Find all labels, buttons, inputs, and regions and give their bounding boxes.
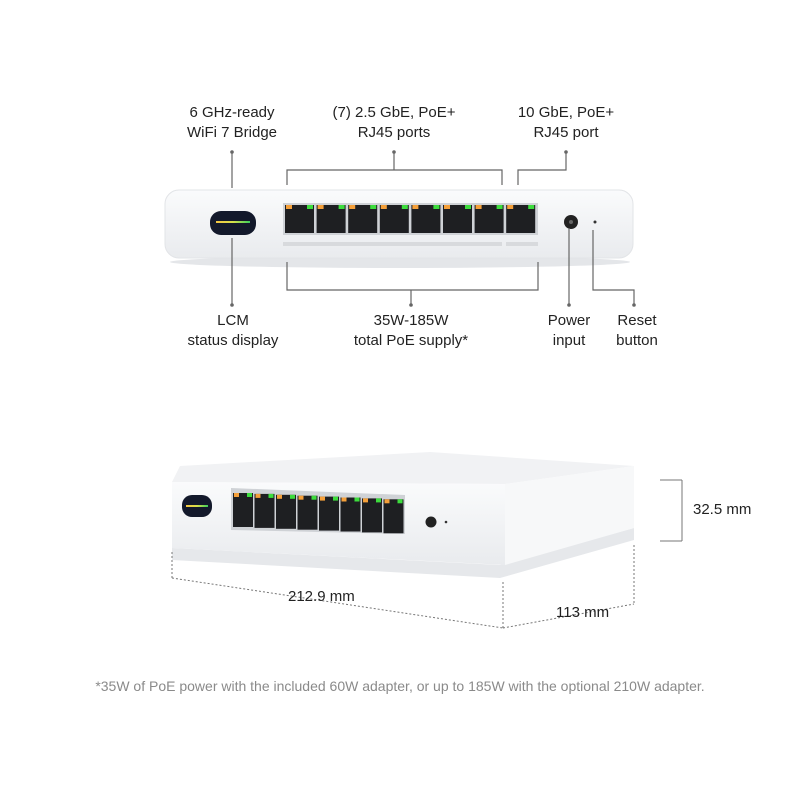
front-device — [164, 189, 634, 268]
callout-wifi-bridge: 6 GHz-ready WiFi 7 Bridge — [187, 103, 277, 143]
callout-line: button — [616, 332, 658, 349]
callout-line: total PoE supply* — [353, 332, 469, 349]
port-led-green — [465, 205, 471, 209]
callout-2-5gbe-ports: (7) 2.5 GbE, PoE+ RJ45 ports — [333, 103, 456, 143]
callout-line: (7) 2.5 GbE, PoE+ — [332, 104, 456, 121]
port-led-orange — [380, 205, 387, 209]
callout-line: 35W-185W — [373, 312, 449, 329]
height-dimension: 32.5 mm — [693, 501, 752, 518]
port-led-green — [370, 205, 377, 209]
port-led-orange — [317, 205, 324, 209]
rj45-port — [319, 496, 339, 531]
port-led-orange — [286, 205, 292, 209]
depth-dimension: 113 mm — [556, 604, 610, 621]
callout-power-input: Power input — [548, 311, 591, 351]
reset-button — [593, 220, 597, 224]
callout-lcm: LCM status display — [188, 311, 279, 351]
callout-poe-supply: 35W-185W total PoE supply* — [354, 311, 468, 351]
rj45-port — [276, 494, 296, 529]
port-led-orange — [349, 205, 356, 209]
rj45-port — [285, 205, 314, 233]
rj45-port — [411, 205, 441, 233]
port-led-green — [338, 205, 345, 209]
callout-line: 10 GbE, PoE+ — [517, 104, 615, 121]
rj45-port — [362, 498, 382, 533]
callout-line: RJ45 port — [533, 124, 599, 141]
callout-10gbe-port: 10 GbE, PoE+ RJ45 port — [518, 103, 614, 143]
rj45-port — [383, 499, 404, 534]
port-led-orange — [412, 205, 419, 209]
rj45-port — [379, 205, 409, 233]
rj45-port — [233, 493, 253, 527]
footnote: *35W of PoE power with the included 60W … — [95, 678, 705, 694]
rj45-port — [506, 205, 536, 233]
rj45-port — [474, 205, 504, 233]
callout-line: status display — [187, 332, 279, 349]
port-led-green — [401, 205, 408, 209]
rj45-port — [348, 205, 378, 233]
rj45-port — [297, 495, 318, 530]
rj45-port — [443, 205, 472, 233]
port-led-green — [307, 205, 313, 209]
callout-lines — [231, 152, 635, 305]
lcm-display — [210, 211, 256, 235]
callout-line: RJ45 ports — [357, 124, 431, 141]
perspective-device — [172, 452, 634, 578]
rj45-port — [254, 493, 275, 528]
callout-line: LCM — [217, 312, 249, 329]
callout-line: Reset — [617, 312, 657, 329]
callout-line: WiFi 7 Bridge — [186, 124, 278, 141]
front-ports — [285, 205, 536, 233]
rj45-port — [316, 205, 346, 233]
width-dimension: 212.9 mm — [288, 588, 355, 605]
callout-reset-button: Reset button — [616, 311, 658, 351]
port-led-green — [496, 205, 503, 209]
port-led-green — [433, 205, 440, 209]
callout-line: Power — [547, 312, 591, 329]
port-led-orange — [475, 205, 482, 209]
dimension-lines — [171, 479, 683, 629]
port-led-orange — [507, 205, 514, 209]
callout-line: input — [552, 332, 586, 349]
rj45-port — [340, 497, 361, 532]
callout-line: 6 GHz-ready — [189, 104, 275, 121]
port-led-orange — [444, 205, 450, 209]
port-led-green — [528, 205, 535, 209]
